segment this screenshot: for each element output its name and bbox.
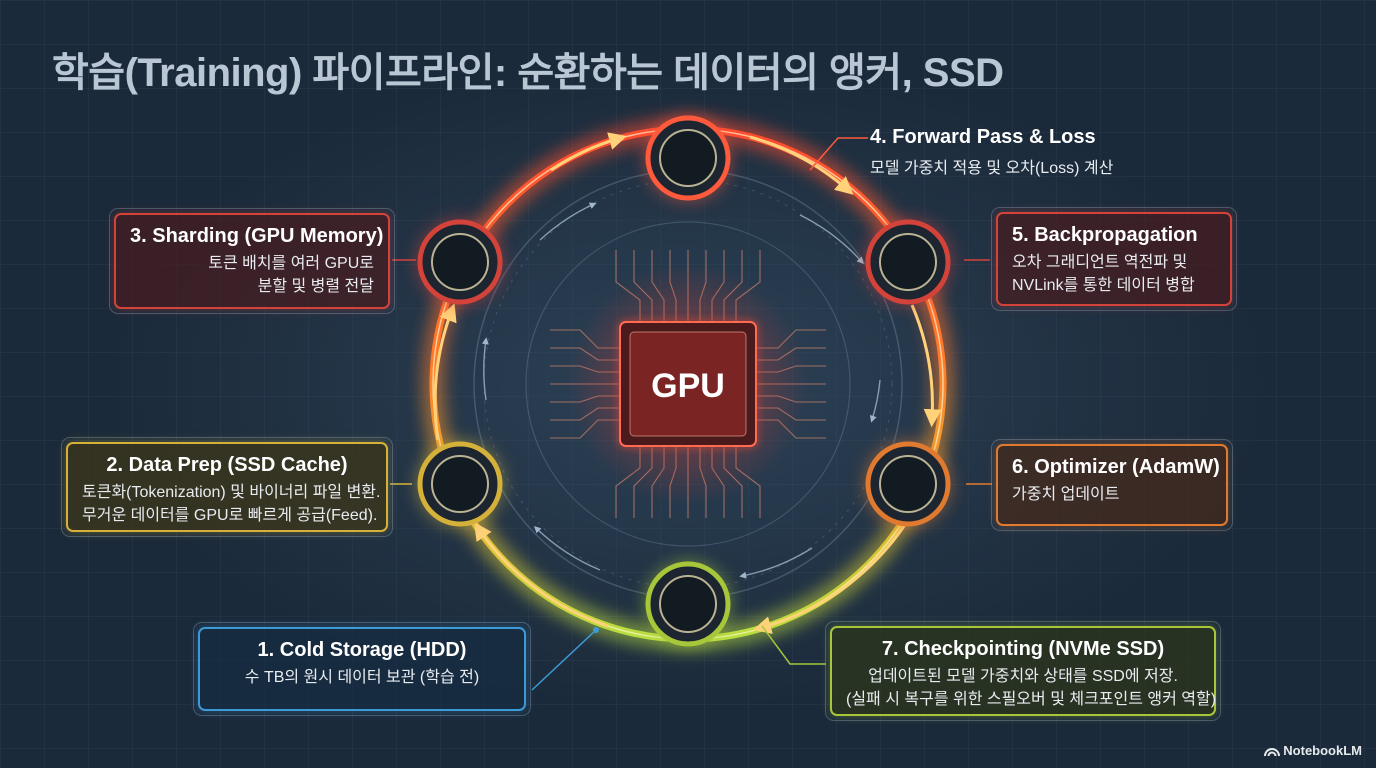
step-7-line-2: (실패 시 복구를 위한 스필오버 및 체크포인트 앵커 역할) (846, 691, 1217, 708)
node-4-core (659, 129, 717, 187)
step-5-line-1: 오차 그래디언트 역전파 및 (1012, 254, 1188, 271)
node-3-core (431, 233, 489, 291)
notebooklm-logo-icon (1264, 748, 1281, 757)
node-6-core (879, 455, 937, 513)
step-1-line-1: 수 TB의 원시 데이터 보관 (학습 전) (244, 669, 480, 686)
ring-flow-arrows (433, 132, 942, 634)
watermark-text: NotebookLM (1283, 743, 1362, 758)
step-card-2: 2. Data Prep (SSD Cache) 토큰화(Tokenizatio… (61, 437, 393, 537)
connectors (390, 137, 992, 691)
step-2-line-2: 무거운 데이터를 GPU로 빠르게 공급(Feed). (82, 507, 378, 524)
node-5-core (879, 233, 937, 291)
step-2-line-1: 토큰화(Tokenization) 및 바이너리 파일 변환. (82, 484, 381, 501)
step-3-line-2: 분할 및 병렬 전달 (257, 278, 374, 295)
step-card-5: 5. Backpropagation 오차 그래디언트 역전파 및 NVLink… (991, 207, 1237, 311)
node-2-core (431, 455, 489, 513)
gpu-chip: GPU (618, 320, 758, 448)
page-title: 학습(Training) 파이프라인: 순환하는 데이터의 앵커, SSD (52, 51, 1004, 95)
step-6-title: 6. Optimizer (AdamW) (1012, 456, 1220, 478)
step-6-line-1: 가중치 업데이트 (1012, 486, 1120, 503)
step-4-line-1: 모델 가중치 적용 및 오차(Loss) 계산 (870, 160, 1114, 177)
step-5-title: 5. Backpropagation (1012, 224, 1198, 246)
step-card-3: 3. Sharding (GPU Memory) 토큰 배치를 여러 GPU로 … (109, 208, 395, 314)
step-7-line-1: 업데이트된 모델 가중치와 상태를 SSD에 저장. (868, 668, 1178, 685)
inner-ring-inner (525, 221, 851, 547)
step-nodes (416, 114, 952, 648)
step-7-title: 7. Checkpointing (NVMe SSD) (881, 638, 1165, 660)
step-3-title: 3. Sharding (GPU Memory) (130, 225, 384, 247)
node-7-core (659, 575, 717, 633)
step-card-1: 1. Cold Storage (HDD) 수 TB의 원시 데이터 보관 (학… (193, 622, 531, 716)
connector-4 (809, 137, 868, 171)
step-card-7: 7. Checkpointing (NVMe SSD) 업데이트된 모델 가중치… (825, 621, 1221, 721)
step-card-6: 6. Optimizer (AdamW) 가중치 업데이트 (991, 439, 1233, 531)
inner-flow-arrows (481, 202, 881, 579)
connector-1 (531, 629, 597, 691)
notebooklm-watermark: NotebookLM (1264, 743, 1362, 758)
gpu-label: GPU (651, 367, 725, 405)
step-1-title: 1. Cold Storage (HDD) (257, 639, 467, 661)
step-3-line-1: 토큰 배치를 여러 GPU로 (208, 255, 374, 272)
step-2-title: 2. Data Prep (SSD Cache) (106, 454, 348, 476)
step-label-4: 4. Forward Pass & Loss 모델 가중치 적용 및 오차(Lo… (870, 126, 1113, 178)
step-4-title: 4. Forward Pass & Loss (870, 126, 1096, 148)
step-5-line-2: NVLink를 통한 데이터 병합 (1012, 277, 1195, 294)
connector-1-dot (593, 627, 599, 633)
connector-7 (761, 625, 826, 665)
